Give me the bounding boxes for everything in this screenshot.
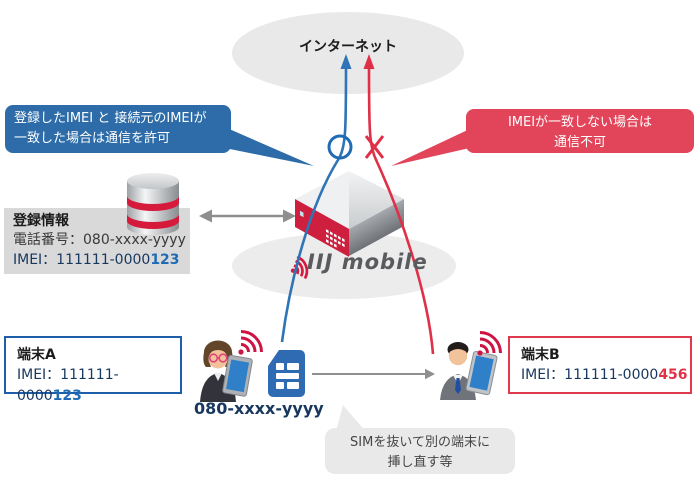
device-a-imei-highlight: 123 — [52, 387, 82, 404]
woman-user-icon — [200, 340, 253, 402]
registration-imei-prefix: IMEI：111111-0000 — [13, 251, 151, 268]
allow-callout-line2: 一致した場合は通信を許可 — [14, 130, 171, 146]
deny-callout: IMEIが一致しない場合は 通信不可 — [466, 109, 694, 153]
device-a-box: 端末A IMEI：111111-0000123 — [4, 336, 182, 404]
wifi-signal-icon-right — [477, 330, 503, 356]
allow-callout-line1: 登録したIMEI と 接続元のIMEIが — [14, 111, 207, 126]
phone-number-label: 080-xxxx-yyyy — [194, 399, 324, 418]
deny-callout-line2: 通信不可 — [553, 134, 606, 150]
sim-card-icon — [268, 350, 305, 397]
device-b-imei: IMEI：111111-0000456 — [521, 365, 690, 385]
allow-circle-marker — [327, 134, 353, 160]
registration-phone: 電話番号：080-xxxx-yyyy — [13, 232, 186, 249]
registration-title: 登録情報 — [13, 213, 69, 229]
sim-note-line1: SIMを抜いて別の端末に — [350, 435, 490, 450]
sim-move-arrow — [312, 368, 435, 380]
sim-note-line2: 挿し直す等 — [387, 454, 453, 470]
internet-label: インターネット — [299, 39, 397, 55]
device-a-imei-prefix: IMEI：111111-0000 — [17, 367, 119, 404]
red-flow-line — [363, 54, 435, 355]
deny-x-marker — [364, 135, 385, 159]
sync-arrow-icon — [199, 209, 296, 223]
deny-callout-line1: IMEIが一致しない場合は — [507, 115, 653, 130]
allow-callout: 登録したIMEI と 接続元のIMEIが 一致した場合は通信を許可 — [5, 105, 231, 153]
blue-flow-line — [280, 54, 352, 343]
brand-logo-text: IIJ mobile — [307, 250, 428, 274]
internet-cloud: インターネット — [232, 12, 464, 94]
device-b-box: 端末B IMEI：111111-0000456 — [508, 336, 692, 394]
wifi-signal-icon-left — [238, 329, 264, 355]
device-b-imei-prefix: IMEI：111111-0000 — [521, 367, 659, 384]
router-icon — [295, 171, 404, 257]
device-a-title: 端末A — [17, 347, 56, 363]
sim-note-callout: SIMを抜いて別の端末に 挿し直す等 — [325, 428, 515, 474]
device-b-title: 端末B — [521, 347, 560, 363]
man-user-icon — [440, 342, 498, 400]
registration-imei-highlight: 123 — [150, 251, 180, 268]
device-a-imei: IMEI：111111-0000123 — [17, 365, 180, 406]
registration-info-box: 登録情報 電話番号：080-xxxx-yyyy IMEI：111111-0000… — [4, 208, 190, 274]
device-b-imei-highlight: 456 — [658, 367, 688, 384]
registration-imei: IMEI：111111-0000123 — [13, 251, 190, 270]
deny-callout-tail — [391, 127, 474, 166]
allow-callout-tail — [220, 125, 314, 166]
